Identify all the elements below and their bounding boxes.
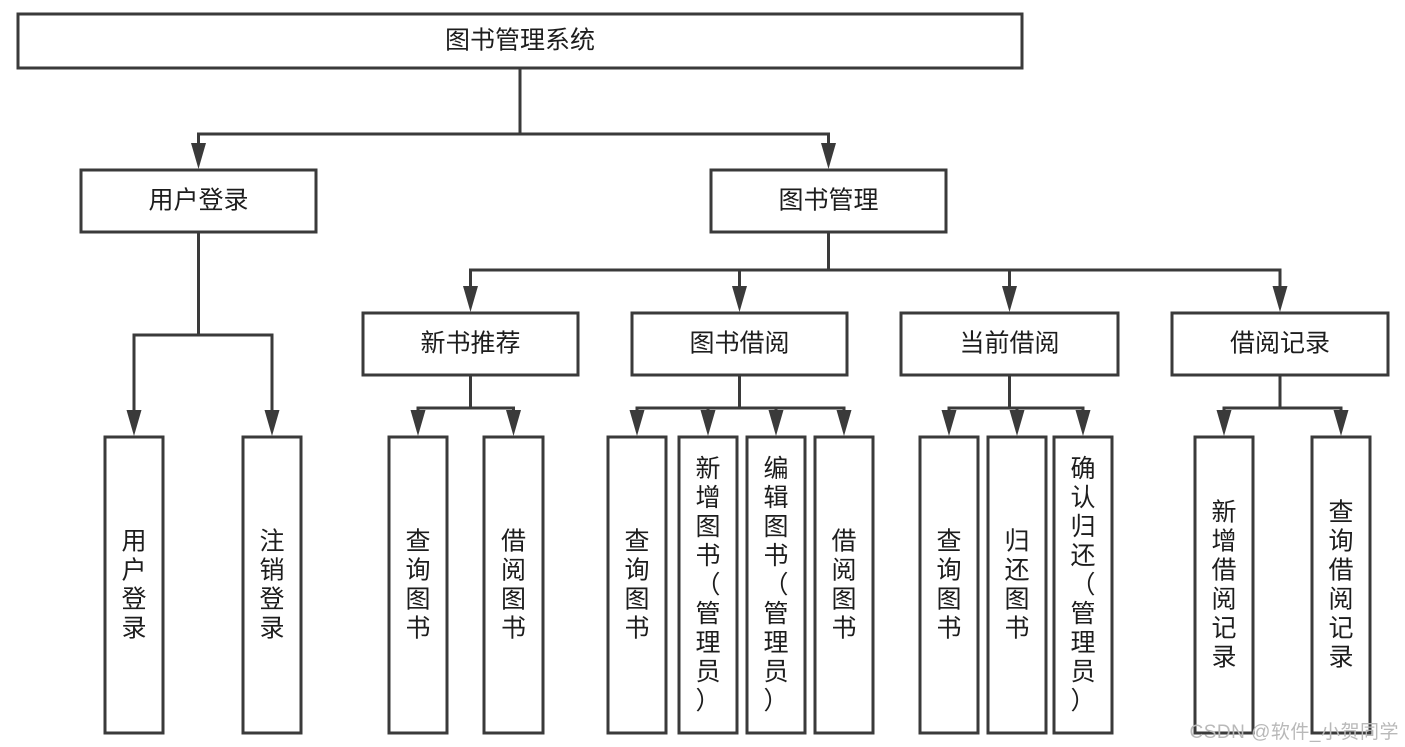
node-label: 查询图书 bbox=[624, 528, 649, 643]
arrow-head-icon bbox=[1272, 286, 1288, 312]
node-leaf_9[interactable]: 归还图书 bbox=[986, 435, 1048, 735]
node-label: 查询借阅记录 bbox=[1328, 499, 1353, 672]
node-label: 编辑图书（管理员） bbox=[763, 455, 788, 715]
edges-layer bbox=[126, 66, 1349, 436]
node-label: 图书管理系统 bbox=[445, 27, 595, 55]
arrow-head-icon bbox=[700, 410, 716, 436]
connector-bus-record bbox=[1216, 373, 1349, 436]
node-leaf_0[interactable]: 用户登录 bbox=[103, 435, 165, 735]
node-label: 注销登录 bbox=[259, 528, 284, 643]
node-leaf_12[interactable]: 查询借阅记录 bbox=[1310, 435, 1372, 735]
node-box[interactable] bbox=[387, 435, 449, 735]
node-box[interactable] bbox=[1310, 435, 1372, 735]
node-l3_0[interactable]: 新书推荐 bbox=[361, 311, 580, 377]
node-leaf_2[interactable]: 查询图书 bbox=[387, 435, 449, 735]
node-label: 新书推荐 bbox=[420, 330, 520, 358]
node-box[interactable] bbox=[606, 435, 668, 735]
arrow-head-icon bbox=[836, 410, 852, 436]
node-box[interactable] bbox=[1170, 311, 1390, 377]
node-label: 查询图书 bbox=[936, 528, 961, 643]
node-leaf_5[interactable]: 新增图书（管理员） bbox=[677, 435, 739, 735]
connector-bus-book-mgmt bbox=[463, 230, 1288, 312]
node-box[interactable] bbox=[16, 12, 1024, 70]
node-box[interactable] bbox=[677, 435, 739, 735]
node-label: 新增图书（管理员） bbox=[695, 455, 720, 715]
connector-bus-login bbox=[126, 230, 280, 436]
arrow-head-icon bbox=[732, 286, 747, 312]
node-l3_1[interactable]: 图书借阅 bbox=[630, 311, 849, 377]
connector-bus-borrow bbox=[629, 373, 852, 436]
node-label: 借阅记录 bbox=[1230, 330, 1330, 358]
node-leaf_10[interactable]: 确认归还（管理员） bbox=[1052, 435, 1114, 735]
connector-bus-new-book bbox=[410, 373, 521, 436]
node-l2_0[interactable]: 用户登录 bbox=[79, 168, 318, 234]
arrow-head-icon bbox=[1002, 286, 1017, 312]
node-box[interactable] bbox=[103, 435, 165, 735]
node-box[interactable] bbox=[79, 168, 318, 234]
node-label: 借阅图书 bbox=[831, 528, 856, 643]
arrow-head-icon bbox=[1216, 410, 1232, 436]
arrow-head-icon bbox=[1075, 410, 1091, 436]
node-box[interactable] bbox=[630, 311, 849, 377]
node-l3_3[interactable]: 借阅记录 bbox=[1170, 311, 1390, 377]
node-label: 图书管理 bbox=[778, 187, 878, 215]
arrow-head-icon bbox=[410, 410, 426, 436]
arrow-head-icon bbox=[1009, 410, 1025, 436]
arrow-head-icon bbox=[126, 410, 142, 436]
node-box[interactable] bbox=[709, 168, 948, 234]
node-box[interactable] bbox=[241, 435, 303, 735]
node-root[interactable]: 图书管理系统 bbox=[16, 12, 1024, 70]
node-label: 图书借阅 bbox=[689, 330, 789, 358]
node-box[interactable] bbox=[899, 311, 1120, 377]
arrow-head-icon bbox=[264, 410, 280, 436]
arrow-head-icon bbox=[1333, 410, 1349, 436]
node-leaf_7[interactable]: 借阅图书 bbox=[813, 435, 875, 735]
node-label: 当前借阅 bbox=[959, 330, 1059, 358]
arrow-head-icon bbox=[506, 410, 521, 436]
node-label: 借阅图书 bbox=[501, 528, 526, 643]
node-leaf_4[interactable]: 查询图书 bbox=[606, 435, 668, 735]
node-box[interactable] bbox=[918, 435, 980, 735]
node-box[interactable] bbox=[745, 435, 807, 735]
node-leaf_11[interactable]: 新增借阅记录 bbox=[1193, 435, 1255, 735]
arrow-head-icon bbox=[191, 143, 206, 169]
node-box[interactable] bbox=[1052, 435, 1114, 735]
node-box[interactable] bbox=[1193, 435, 1255, 735]
node-l2_1[interactable]: 图书管理 bbox=[709, 168, 948, 234]
node-l3_2[interactable]: 当前借阅 bbox=[899, 311, 1120, 377]
node-leaf_6[interactable]: 编辑图书（管理员） bbox=[745, 435, 807, 735]
node-box[interactable] bbox=[986, 435, 1048, 735]
node-leaf_8[interactable]: 查询图书 bbox=[918, 435, 980, 735]
arrow-head-icon bbox=[629, 410, 645, 436]
arrow-head-icon bbox=[463, 286, 478, 312]
node-label: 用户登录 bbox=[148, 187, 248, 215]
node-box[interactable] bbox=[813, 435, 875, 735]
node-label: 确认归还（管理员） bbox=[1070, 455, 1095, 715]
arrow-head-icon bbox=[941, 410, 957, 436]
nodes-layer: 图书管理系统用户登录图书管理新书推荐图书借阅当前借阅借阅记录用户登录注销登录查询… bbox=[16, 12, 1390, 735]
node-leaf_1[interactable]: 注销登录 bbox=[241, 435, 303, 735]
node-leaf_3[interactable]: 借阅图书 bbox=[482, 435, 545, 735]
node-label: 归还图书 bbox=[1004, 528, 1029, 643]
node-label: 查询图书 bbox=[405, 528, 430, 643]
watermark: CSDN @软件_小贺同学 bbox=[1189, 722, 1399, 743]
node-label: 用户登录 bbox=[121, 528, 146, 643]
node-box[interactable] bbox=[361, 311, 580, 377]
node-box[interactable] bbox=[482, 435, 545, 735]
arrow-head-icon bbox=[821, 143, 836, 169]
arrow-head-icon bbox=[768, 410, 784, 436]
connector-bus-current bbox=[941, 373, 1091, 436]
node-label: 新增借阅记录 bbox=[1211, 499, 1236, 672]
connector-bus-root bbox=[191, 66, 836, 169]
